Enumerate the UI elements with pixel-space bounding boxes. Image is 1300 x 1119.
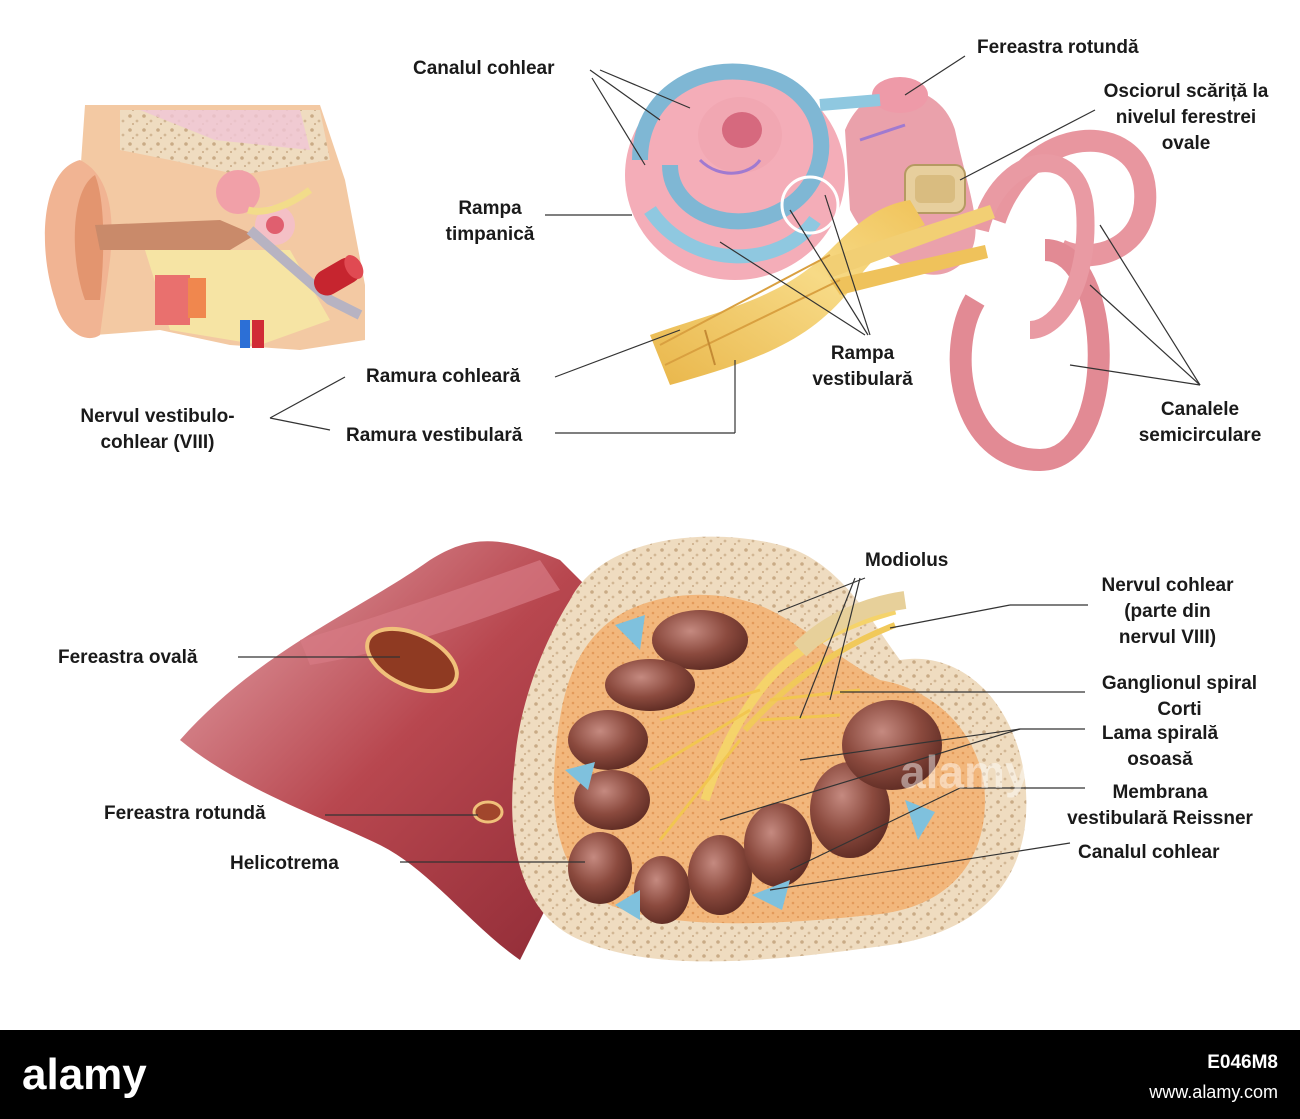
label-osciorul-line3: ovale	[1161, 133, 1211, 154]
ear-anatomy-illustration	[44, 55, 1201, 962]
image-id: E046M8	[1207, 1052, 1278, 1073]
inner-ear-illustration	[625, 63, 1157, 472]
label-membrana-line2: vestibulară Reissner	[1067, 808, 1253, 829]
label-canalele-line2: semicirculare	[1138, 425, 1262, 446]
label-ramura-vestibulara: Ramura vestibulară	[346, 425, 523, 446]
label-helicotrema: Helicotrema	[230, 853, 339, 874]
label-nervul-cohlear-line3: nervul VIII)	[1118, 627, 1217, 648]
svg-text:alamy: alamy	[22, 1050, 147, 1099]
label-rampa-timpanica-line2: timpanică	[445, 224, 535, 245]
cochlea-cross-section-illustration	[180, 536, 1027, 962]
label-lama-line2: osoasă	[1127, 749, 1193, 770]
label-canalele-line1: Canalele	[1160, 399, 1240, 420]
label-membrana: Membrana vestibulară Reissner	[1045, 780, 1275, 832]
label-canalele-semicirculare: Canalele semicirculare	[1125, 397, 1275, 449]
stock-photo-bar: alamy E046M8 www.alamy.com	[0, 1030, 1300, 1119]
label-rampa-vestibulara-line2: vestibulară	[812, 369, 913, 390]
label-osciorul-line2: nivelul ferestrei	[1115, 107, 1257, 128]
head-section-illustration	[44, 105, 365, 350]
leader-lines	[238, 55, 1201, 891]
alamy-logo: alamy	[22, 1050, 147, 1099]
label-nervul-cohlear-line1: Nervul cohlear	[1101, 575, 1234, 596]
label-rampa-vestibulara: Rampa vestibulară	[795, 341, 930, 393]
label-nervul-vestibulo-line1: Nervul vestibulo-	[80, 406, 235, 427]
label-rampa-timpanica-line1: Rampa	[458, 198, 522, 219]
label-nervul-cohlear: Nervul cohlear (parte din nervul VIII)	[1085, 573, 1250, 651]
label-ganglionul-line1: Ganglionul spiral	[1101, 673, 1258, 694]
label-nervul-vestibulo-line2: cohlear (VIII)	[100, 432, 215, 453]
label-nervul-vestibulo-cohlear: Nervul vestibulo- cohlear (VIII)	[45, 404, 270, 456]
label-lama-line1: Lama spirală	[1101, 723, 1219, 744]
label-fereastra-rotunda-bottom: Fereastra rotundă	[104, 803, 266, 824]
label-ganglionul-line2: Corti	[1157, 699, 1202, 720]
label-ramura-cohleara: Ramura cohleară	[366, 366, 521, 387]
label-fereastra-ovala: Fereastra ovală	[58, 647, 198, 668]
label-osciorul-line1: Osciorul scăriță la	[1103, 81, 1269, 102]
label-canalul-cohlear-bottom: Canalul cohlear	[1078, 842, 1220, 863]
label-rampa-vestibulara-line1: Rampa	[830, 343, 895, 364]
label-membrana-line1: Membrana	[1112, 782, 1208, 803]
label-canalul-cohlear-top: Canalul cohlear	[413, 58, 555, 79]
label-nervul-cohlear-line2: (parte din	[1124, 601, 1211, 622]
cochlear-chambers	[568, 610, 942, 924]
label-modiolus: Modiolus	[865, 550, 949, 571]
label-rampa-timpanica: Rampa timpanică	[430, 196, 550, 248]
label-ganglionul: Ganglionul spiral Corti	[1082, 671, 1277, 723]
label-fereastra-rotunda-top: Fereastra rotundă	[977, 37, 1139, 58]
label-osciorul: Osciorul scăriță la nivelul ferestrei ov…	[1086, 79, 1286, 157]
label-lama-spirala: Lama spirală osoasă	[1085, 721, 1235, 773]
site-url: www.alamy.com	[1149, 1082, 1278, 1102]
watermark-overlay: alamy	[900, 746, 1031, 798]
